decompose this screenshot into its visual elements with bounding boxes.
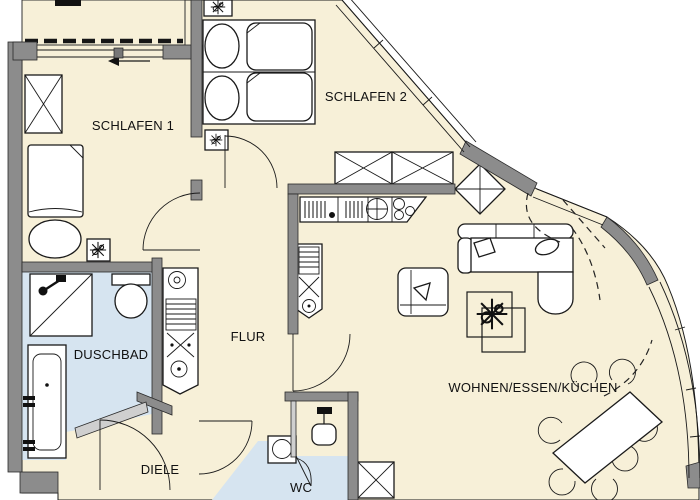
wardrobe-icon: [24, 74, 63, 134]
toilet-icon: [111, 273, 151, 319]
corner-wardrobe-icon: [454, 163, 506, 215]
door-wc: [295, 455, 312, 487]
diele-partition: [74, 401, 149, 439]
balcony-threshold: [55, 0, 81, 6]
glazing: [335, 0, 700, 479]
doors: [99, 192, 351, 491]
wardrobe-icon: [334, 151, 393, 185]
meter-icon: [302, 299, 316, 313]
stove-icon: [393, 198, 415, 220]
shower-icon: [29, 273, 93, 337]
door-flur-wohnen: [292, 333, 351, 392]
dining-table-icon: [552, 391, 663, 484]
cushion-icon: [534, 238, 560, 256]
valve-icon: [298, 276, 320, 298]
sofa-icon: [457, 223, 574, 315]
radiator-icon: [298, 246, 320, 275]
washbasin-icon: [311, 407, 337, 446]
shaft-box-icon: [357, 461, 395, 499]
dashed-marks: [525, 192, 653, 397]
wc-fixtures: [267, 407, 395, 499]
room-label-wohnen: WOHNEN/ESSEN/KÜCHEN: [448, 380, 617, 395]
facade-end-wall: [685, 461, 700, 489]
plant-icon: [203, 0, 233, 17]
side-table-icon: [481, 307, 526, 353]
door-diele-wohnen: [198, 420, 253, 475]
window-diagonal-icon: [335, 0, 477, 153]
room-labels: SCHLAFEN 1 SCHLAFEN 2 DUSCHBAD FLUR DIEL…: [74, 89, 618, 495]
wardrobe-icon: [391, 151, 454, 185]
dish-rack-icon: [304, 201, 363, 218]
schlafen1-furniture: [24, 74, 111, 262]
room-label-diele: DIELE: [141, 462, 180, 477]
room-label-schlafen2: SCHLAFEN 2: [325, 89, 407, 104]
sink-icon: [366, 198, 388, 220]
coffee-table-icon: [466, 291, 513, 338]
radiator-icon: [165, 298, 197, 331]
window-terrace-icon: [532, 188, 608, 226]
living-furniture: [397, 223, 663, 500]
schlafen2-furniture: [202, 0, 454, 189]
shaft-left: [162, 267, 199, 395]
window-curved-icon: [648, 281, 700, 479]
double-bed-icon: [202, 19, 316, 125]
room-label-schlafen1: SCHLAFEN 1: [92, 118, 174, 133]
room-label-wc: WC: [290, 480, 312, 495]
meter-icon: [168, 271, 186, 289]
walls: [7, 0, 700, 500]
meter-icon: [170, 360, 188, 378]
door-schlafen1: [142, 192, 201, 251]
room-label-flur: FLUR: [231, 329, 266, 344]
plant-icon: [204, 129, 229, 151]
duschbad-fixtures: [23, 273, 151, 459]
room-label-duschbad: DUSCHBAD: [74, 347, 149, 362]
door-entrance: [99, 419, 171, 491]
curved-wall: [600, 216, 659, 286]
shaft-right: [295, 243, 323, 319]
entrance-arrow-icon: [108, 56, 150, 66]
armchair-icon: [397, 267, 449, 317]
single-bed-icon: [27, 144, 84, 259]
balcony: [21, 0, 186, 66]
kitchen-counter: [299, 196, 428, 223]
plant-table-icon: [86, 238, 111, 262]
plant-icon: [475, 297, 509, 331]
valve-icon: [166, 332, 195, 358]
cushion-icon: [473, 237, 496, 258]
door-schlafen2: [224, 135, 278, 189]
washbasin-vanity-icon: [23, 344, 67, 459]
wc-floor: [212, 441, 348, 500]
